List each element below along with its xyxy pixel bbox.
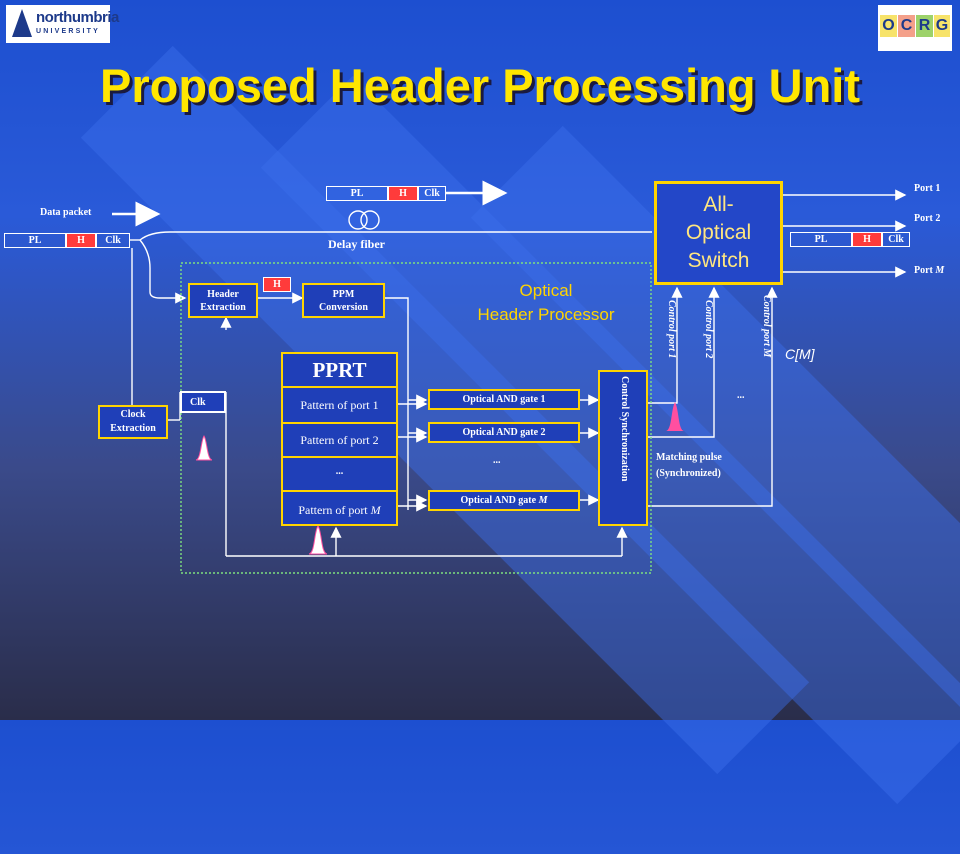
ocrg-letter: O (880, 15, 897, 37)
switch-line3: Switch (687, 249, 750, 272)
clk-label: Clk (190, 396, 206, 408)
diagram-wires (135, 180, 907, 574)
packet-pl: PL (790, 232, 852, 247)
ocrg-letter: C (898, 15, 915, 37)
packet-h: H (388, 186, 418, 201)
control-sync-box (598, 370, 648, 526)
and-gate-ellipsis: ... (493, 455, 501, 466)
pattern-port-m-prefix: Pattern of port (298, 503, 371, 517)
ppm-conversion-box: PPM Conversion (302, 283, 385, 318)
h-tag: H (263, 277, 291, 292)
northumbria-mark-icon (12, 9, 32, 37)
matching-pulse-line1: Matching pulse (656, 452, 722, 463)
ocrg-logo: O C R G (878, 5, 952, 51)
clock-extraction-box: Clock Extraction (98, 405, 168, 439)
packet-clk: Clk (418, 186, 446, 201)
and-gate-1: Optical AND gate 1 (428, 389, 580, 410)
ocrg-letter: R (916, 15, 933, 37)
packet-h: H (66, 233, 96, 248)
port-2-label: Port 2 (914, 213, 941, 224)
pattern-port-m-suffix: M (370, 503, 381, 517)
and-gate-m-prefix: Optical AND gate (460, 495, 537, 506)
matching-pulse-line2: (Synchronized) (656, 468, 721, 479)
clock-extraction-line1: Clock (120, 409, 146, 420)
and-gate-m-suffix: M (538, 495, 548, 506)
packet-pl: PL (326, 186, 388, 201)
cm-label: C[M] (785, 346, 815, 362)
processor-line2: Header Processor (477, 305, 615, 324)
header-extraction-line2: Extraction (200, 301, 246, 313)
control-port-1-label: Control port 1 (666, 300, 677, 359)
matching-pulse-label: Matching pulse (Synchronized) (656, 450, 722, 482)
control-sync-label: Control Synchronization (619, 376, 630, 482)
switch-line1: All- (703, 193, 734, 216)
pprt-title: PPRT (283, 354, 396, 388)
header-extraction-line1: Header (207, 288, 239, 300)
control-port-2-label: Control port 2 (703, 300, 714, 359)
control-ellipsis: ... (737, 390, 745, 401)
ocrg-letter: G (934, 15, 950, 37)
switch-line2: Optical (685, 221, 752, 244)
port-m-label: Port M (914, 265, 944, 276)
pprt-box: PPRT Pattern of port 1 Pattern of port 2… (281, 352, 398, 526)
control-port-m-label: Control port M (761, 295, 772, 358)
northumbria-logo: northumbria UNIVERSITY (6, 5, 119, 43)
header-extraction-box: Header Extraction (188, 283, 258, 318)
ppm-conversion-line1: PPM (332, 288, 355, 300)
logo-line2: UNIVERSITY (36, 28, 101, 35)
and-gate-2: Optical AND gate 2 (428, 422, 580, 443)
logo-line1: northumbria (36, 9, 119, 26)
pattern-port-m: Pattern of port M (283, 492, 396, 528)
packet-h: H (852, 232, 882, 247)
page-title: Proposed Header Processing Unit (99, 59, 861, 112)
packet-clk: Clk (882, 232, 910, 247)
and-gate-2-label: Optical AND gate 2 (462, 427, 546, 438)
delayed-packet: PL H Clk (326, 186, 446, 201)
pattern-port-2: Pattern of port 2 (283, 424, 396, 458)
ppm-conversion-line2: Conversion (319, 301, 368, 313)
h-tag-label: H (273, 279, 281, 290)
processor-line1: Optical (519, 281, 573, 300)
data-packet-label: Data packet (40, 207, 92, 218)
all-optical-switch: All- Optical Switch (654, 181, 783, 285)
optical-header-processor-label: Optical Header Processor (440, 281, 652, 325)
input-packet: PL H Clk (4, 233, 130, 248)
delay-fiber-label: Delay fiber (328, 237, 385, 251)
packet-clk: Clk (96, 233, 130, 248)
packet-pl: PL (4, 233, 66, 248)
port-1-label: Port 1 (914, 183, 941, 194)
pattern-port-1: Pattern of port 1 (283, 388, 396, 424)
clk-box: Clk (180, 391, 226, 413)
clock-extraction-line2: Extraction (110, 423, 156, 434)
and-gate-1-label: Optical AND gate 1 (462, 394, 546, 405)
output-packet: PL H Clk (790, 232, 910, 247)
pattern-ellipsis: ... (283, 458, 396, 492)
port-m-prefix: Port (914, 265, 936, 276)
port-m-suffix: M (935, 265, 945, 276)
and-gate-m: Optical AND gate M (428, 490, 580, 511)
